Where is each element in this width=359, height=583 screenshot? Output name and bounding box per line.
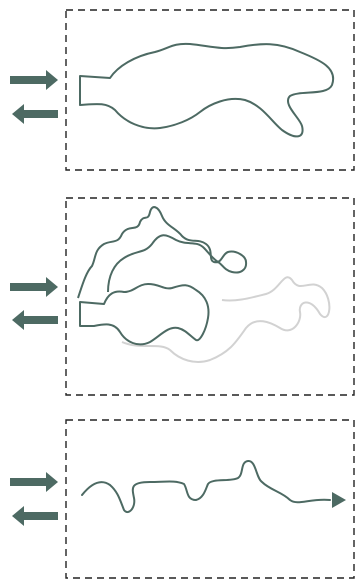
- panel-2-faded-outline: [121, 276, 331, 363]
- panel-3-frame: [65, 419, 355, 579]
- panel-3-wavy-line: [81, 460, 331, 514]
- wavy-line-arrowhead-icon: [332, 492, 346, 508]
- arrow-left-icon: [12, 104, 58, 124]
- panel-2-frame: [65, 197, 355, 396]
- panel-2-folded-shape: [77, 206, 248, 346]
- arrow-right-icon: [10, 70, 58, 90]
- panel-2: [10, 197, 355, 396]
- arrow-right-icon: [10, 277, 58, 297]
- arrow-left-icon: [12, 310, 58, 330]
- panel-1-closed-shape: [79, 42, 335, 138]
- arrow-left-icon: [12, 506, 58, 526]
- panel-1: [10, 9, 355, 171]
- arrow-right-icon: [10, 472, 58, 492]
- panel-1-frame: [65, 9, 355, 171]
- panel-3: [10, 419, 355, 579]
